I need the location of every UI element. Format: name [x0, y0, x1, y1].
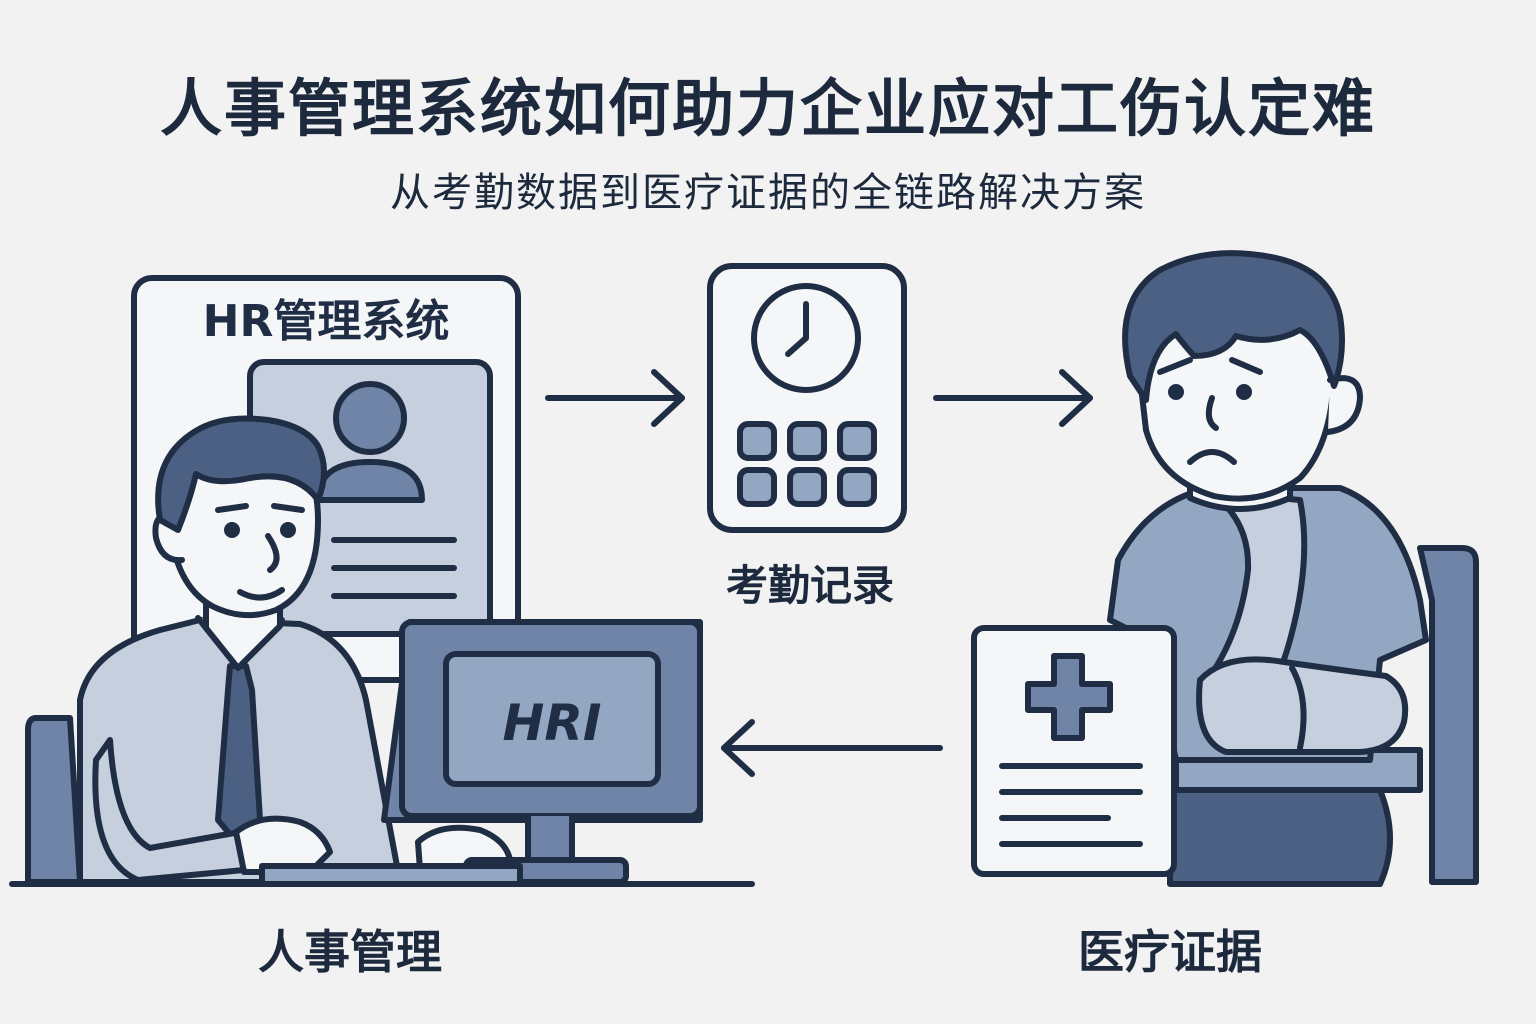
injured-worker-figure — [1107, 250, 1479, 887]
hr-system-label: HR管理系统 — [203, 296, 450, 347]
keypad-buttons — [737, 421, 877, 507]
arrow-attendance-to-worker — [933, 369, 1093, 427]
medical-document — [971, 625, 1177, 877]
medical-cross-icon — [1025, 653, 1113, 741]
attendance-device — [707, 263, 907, 533]
diagram-title: 人事管理系统如何助力企业应对工伤认定难 — [159, 72, 1376, 145]
hr-caption: 人事管理 — [258, 925, 442, 979]
hr-manager-figure — [25, 415, 513, 885]
monitor-text: HRI — [503, 694, 602, 752]
profile-avatar-icon — [333, 381, 407, 455]
arrow-hr-to-attendance — [545, 369, 685, 427]
diagram-subtitle: 从考勤数据到医疗证据的全链路解决方案 — [390, 170, 1146, 216]
computer-monitor — [259, 619, 703, 887]
attendance-caption: 考勤记录 — [725, 561, 894, 610]
clock-icon — [751, 283, 861, 393]
medical-caption: 医疗证据 — [1078, 925, 1262, 979]
arrow-medical-to-hr — [721, 719, 943, 777]
